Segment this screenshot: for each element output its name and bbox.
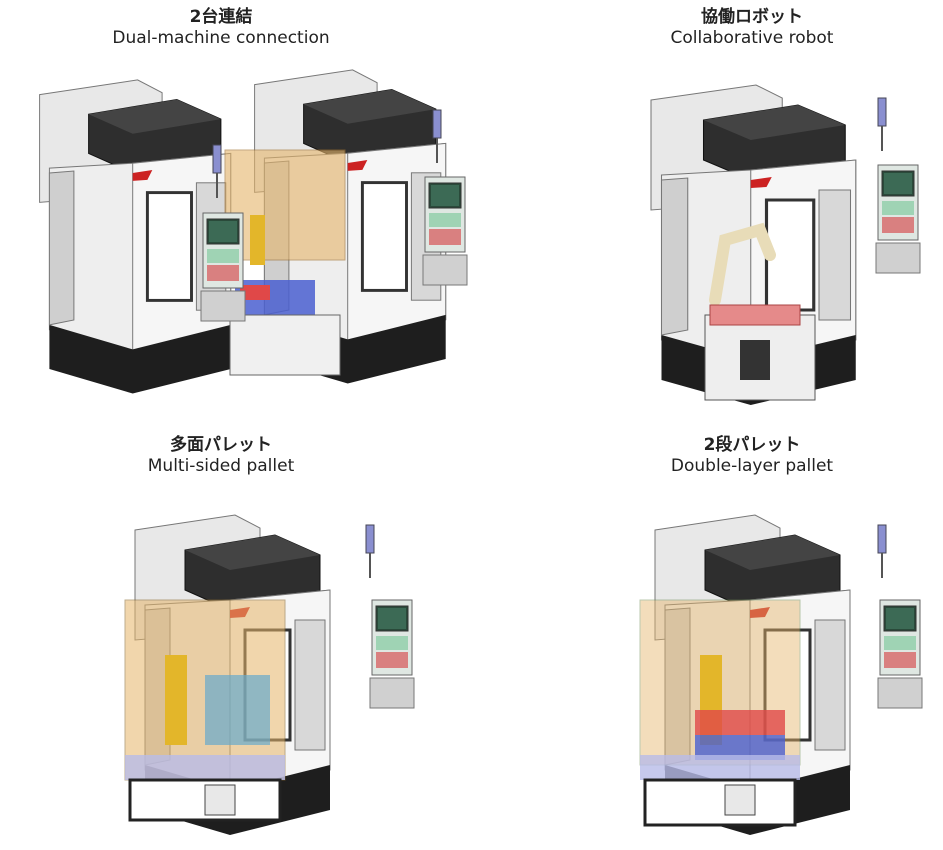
robot-cell-guard bbox=[224, 149, 346, 261]
panel-caption-dual-machine: 2台連結 Dual-machine connection bbox=[41, 7, 401, 49]
multi-sided-pallet-illustration bbox=[124, 513, 415, 837]
panel-caption-double-layer-pallet: 2段パレット Double-layer pallet bbox=[572, 435, 932, 477]
workpiece-tray bbox=[709, 304, 801, 326]
caption-title-en: Collaborative robot bbox=[670, 28, 834, 48]
caption-title-jp: 多面パレット bbox=[170, 435, 272, 455]
panel-caption-collaborative-robot: 協働ロボット Collaborative robot bbox=[572, 7, 932, 49]
robot-arm bbox=[165, 655, 187, 745]
dual-machine-illustration bbox=[38, 68, 468, 395]
robot-base bbox=[229, 314, 341, 376]
robot-base bbox=[643, 778, 797, 827]
caption-title-en: Multi-sided pallet bbox=[147, 456, 295, 476]
caption-title-jp: 2段パレット bbox=[703, 435, 801, 455]
panel-caption-multi-sided-pallet: 多面パレット Multi-sided pallet bbox=[41, 435, 401, 477]
caption-title-en: Dual-machine connection bbox=[112, 28, 330, 48]
pallet-upper bbox=[695, 710, 785, 735]
caption-title-jp: 協働ロボット bbox=[701, 7, 803, 27]
caption-title-jp: 2台連結 bbox=[189, 7, 253, 27]
multi-sided-pallet bbox=[205, 675, 270, 745]
caption-title-en: Double-layer pallet bbox=[670, 456, 834, 476]
collaborative-robot-illustration bbox=[649, 83, 921, 407]
robot-arm bbox=[250, 215, 265, 265]
cobot-arm bbox=[709, 222, 776, 306]
control-panel-left bbox=[200, 212, 246, 322]
machine-left bbox=[38, 78, 233, 395]
double-layer-pallet-illustration bbox=[639, 513, 923, 837]
control-panel-right bbox=[422, 176, 468, 286]
